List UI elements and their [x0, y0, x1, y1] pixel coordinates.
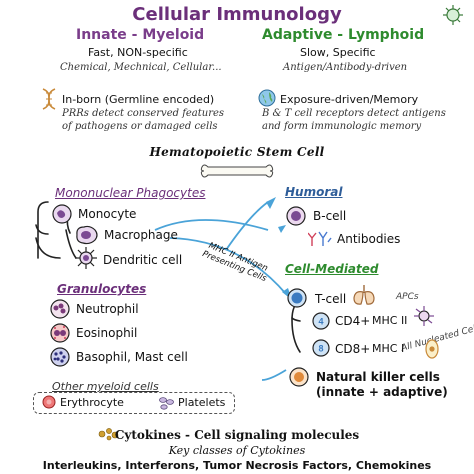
dendritic-cell-icon — [75, 247, 97, 269]
cytokines-title: Cytokines - Cell signaling molecules — [114, 428, 360, 442]
nk-label-line1: Natural killer cells — [316, 370, 440, 384]
platelets-label: Platelets — [178, 396, 226, 409]
cd8-icon-text: 8 — [318, 344, 323, 354]
basophil-icon — [50, 347, 70, 367]
b-cell-icon — [286, 206, 306, 226]
cd8-label: CD8+ — [335, 342, 371, 356]
humoral-header: Humoral — [285, 185, 343, 199]
lung-icon — [353, 285, 375, 305]
granulocytes-header: Granulocytes — [57, 282, 147, 296]
eosinophil-icon — [50, 323, 70, 343]
erythrocyte-icon — [42, 395, 56, 409]
mhc2-label: MHC II — [372, 314, 408, 327]
erythrocyte-label: Erythrocyte — [60, 396, 124, 409]
cytokines-subtitle: Key classes of Cytokines — [168, 444, 306, 457]
cytokine-icon — [98, 428, 119, 441]
nk-label-line2: (innate + adaptive) — [316, 385, 448, 399]
antibodies-label: Antibodies — [337, 232, 401, 246]
hsc-title: Hematopoietic Stem Cell — [149, 145, 325, 159]
neutrophil-icon — [50, 299, 70, 319]
prr-line2: of pathogens or damaged cells — [62, 121, 218, 132]
mononuclear-header: Mononuclear Phagocytes — [55, 186, 206, 200]
nk-cell-icon — [289, 367, 309, 387]
germline-text: In-born (Germline encoded) — [62, 93, 215, 106]
cd4-icon: 4 — [312, 312, 330, 330]
globe-icon — [258, 89, 276, 107]
innate-line2: Chemical, Mechnical, Cellular... — [60, 62, 222, 73]
t-cell-icon — [287, 288, 307, 308]
bt-line2: and form immunologic memory — [262, 121, 422, 132]
other-myeloid-header: Other myeloid cells — [52, 380, 159, 393]
innate-header: Innate - Myeloid — [76, 27, 205, 43]
adaptive-line2: Antigen/Antibody-driven — [283, 62, 408, 73]
cd8-icon: 8 — [312, 339, 330, 357]
cell-mediated-header: Cell-Mediated — [285, 262, 379, 276]
cytokines-list: Interleukins, Interferons, Tumor Necrosi… — [42, 459, 432, 472]
b-cell-label: B-cell — [313, 209, 347, 223]
t-cell-label: T-cell — [315, 292, 347, 306]
bone-icon — [200, 164, 274, 178]
dendritic-label: Dendritic cell — [103, 253, 183, 267]
virus-icon — [443, 5, 463, 25]
dna-icon — [42, 88, 56, 110]
neutrophil-label: Neutrophil — [76, 302, 139, 316]
innate-line1: Fast, NON-specific — [88, 46, 188, 59]
nucleated-cell-icon — [425, 339, 439, 359]
exposure-text: Exposure-driven/Memory — [280, 93, 419, 106]
platelets-icon — [159, 397, 174, 410]
macrophage-icon — [76, 225, 98, 245]
monocyte-icon — [52, 204, 72, 224]
page-title: Cellular Immunology — [132, 4, 342, 25]
mhc1-label: MHC I — [372, 342, 405, 355]
basophil-label: Basophil, Mast cell — [76, 350, 188, 364]
cd4-label: CD4+ — [335, 314, 371, 328]
prr-line1: PRRs detect conserved features — [62, 108, 225, 119]
apc-icon — [414, 306, 434, 326]
adaptive-header: Adaptive - Lymphoid — [262, 27, 425, 43]
antibodies-icon — [308, 231, 332, 246]
other-myeloid-box — [33, 392, 235, 414]
bt-line1: B & T cell receptors detect antigens — [262, 108, 446, 119]
macrophage-label: Macrophage — [104, 228, 178, 242]
adaptive-line1: Slow, Specific — [300, 46, 376, 59]
monocyte-label: Monocyte — [78, 207, 137, 221]
apcs-label: APCs — [396, 292, 419, 302]
eosinophil-label: Eosinophil — [76, 326, 138, 340]
cd4-icon-text: 4 — [318, 317, 323, 327]
